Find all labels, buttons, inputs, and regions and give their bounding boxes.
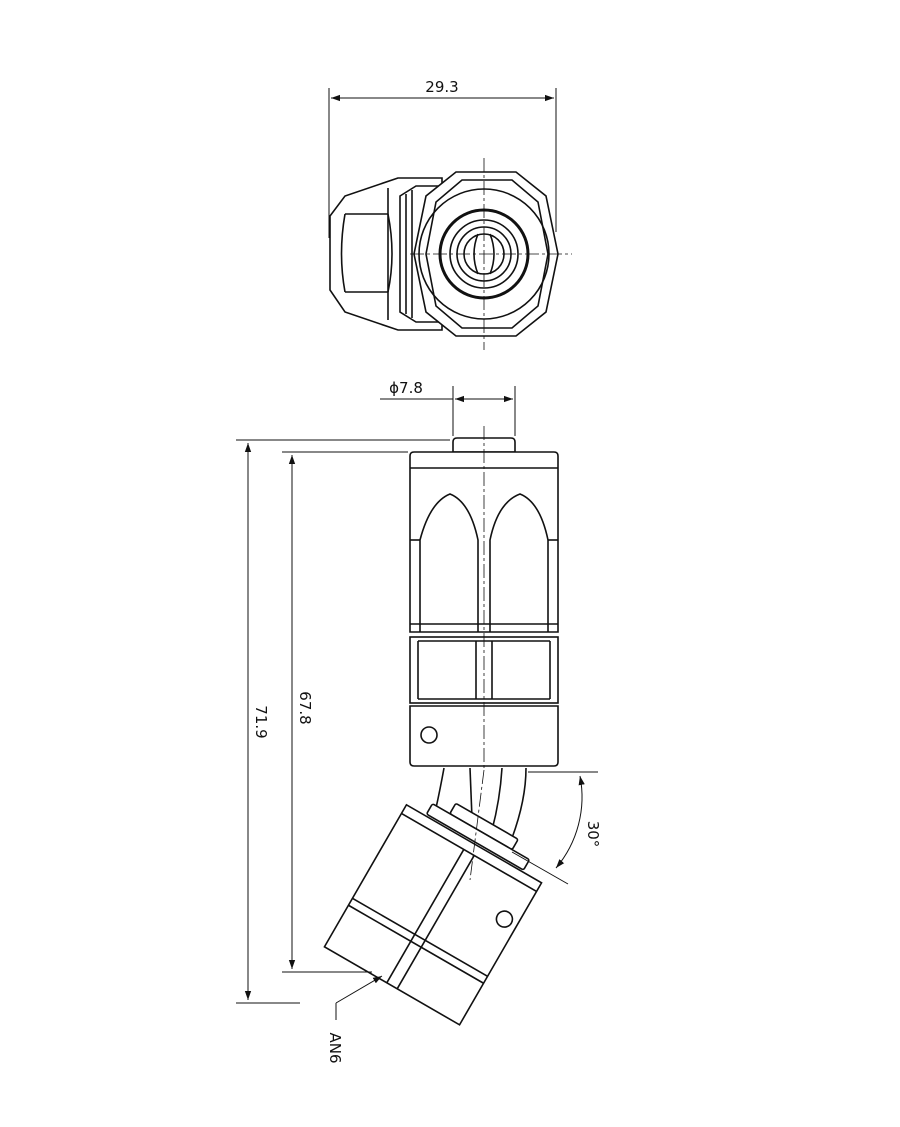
set-screw-hole-upper [420, 726, 438, 744]
dimension-top-width: 29.3 [328, 78, 557, 238]
side-view: ϕ7.8 [236, 379, 602, 1064]
dimension-label-length-outer: 71.9 [252, 705, 270, 738]
lower-angled-fitting [323, 803, 543, 1026]
set-screw-hole-lower [495, 910, 514, 928]
dimension-label-length-inner: 67.8 [296, 691, 314, 724]
size-callout-leader: AN6 [326, 975, 383, 1064]
size-callout-label: AN6 [326, 1032, 344, 1063]
dimension-angle: 30° [511, 771, 602, 885]
dimension-label-angle: 30° [584, 821, 602, 848]
dimension-length-inner: 67.8 [282, 451, 408, 973]
centerline-bend [469, 769, 485, 881]
dimension-length-outer: 71.9 [236, 439, 450, 1004]
dimension-label-top-width: 29.3 [425, 78, 458, 96]
dimension-tube-diameter: ϕ7.8 [380, 379, 516, 436]
dimension-label-tube-diameter: ϕ7.8 [389, 379, 423, 397]
end-view: 29.3 [328, 78, 572, 350]
